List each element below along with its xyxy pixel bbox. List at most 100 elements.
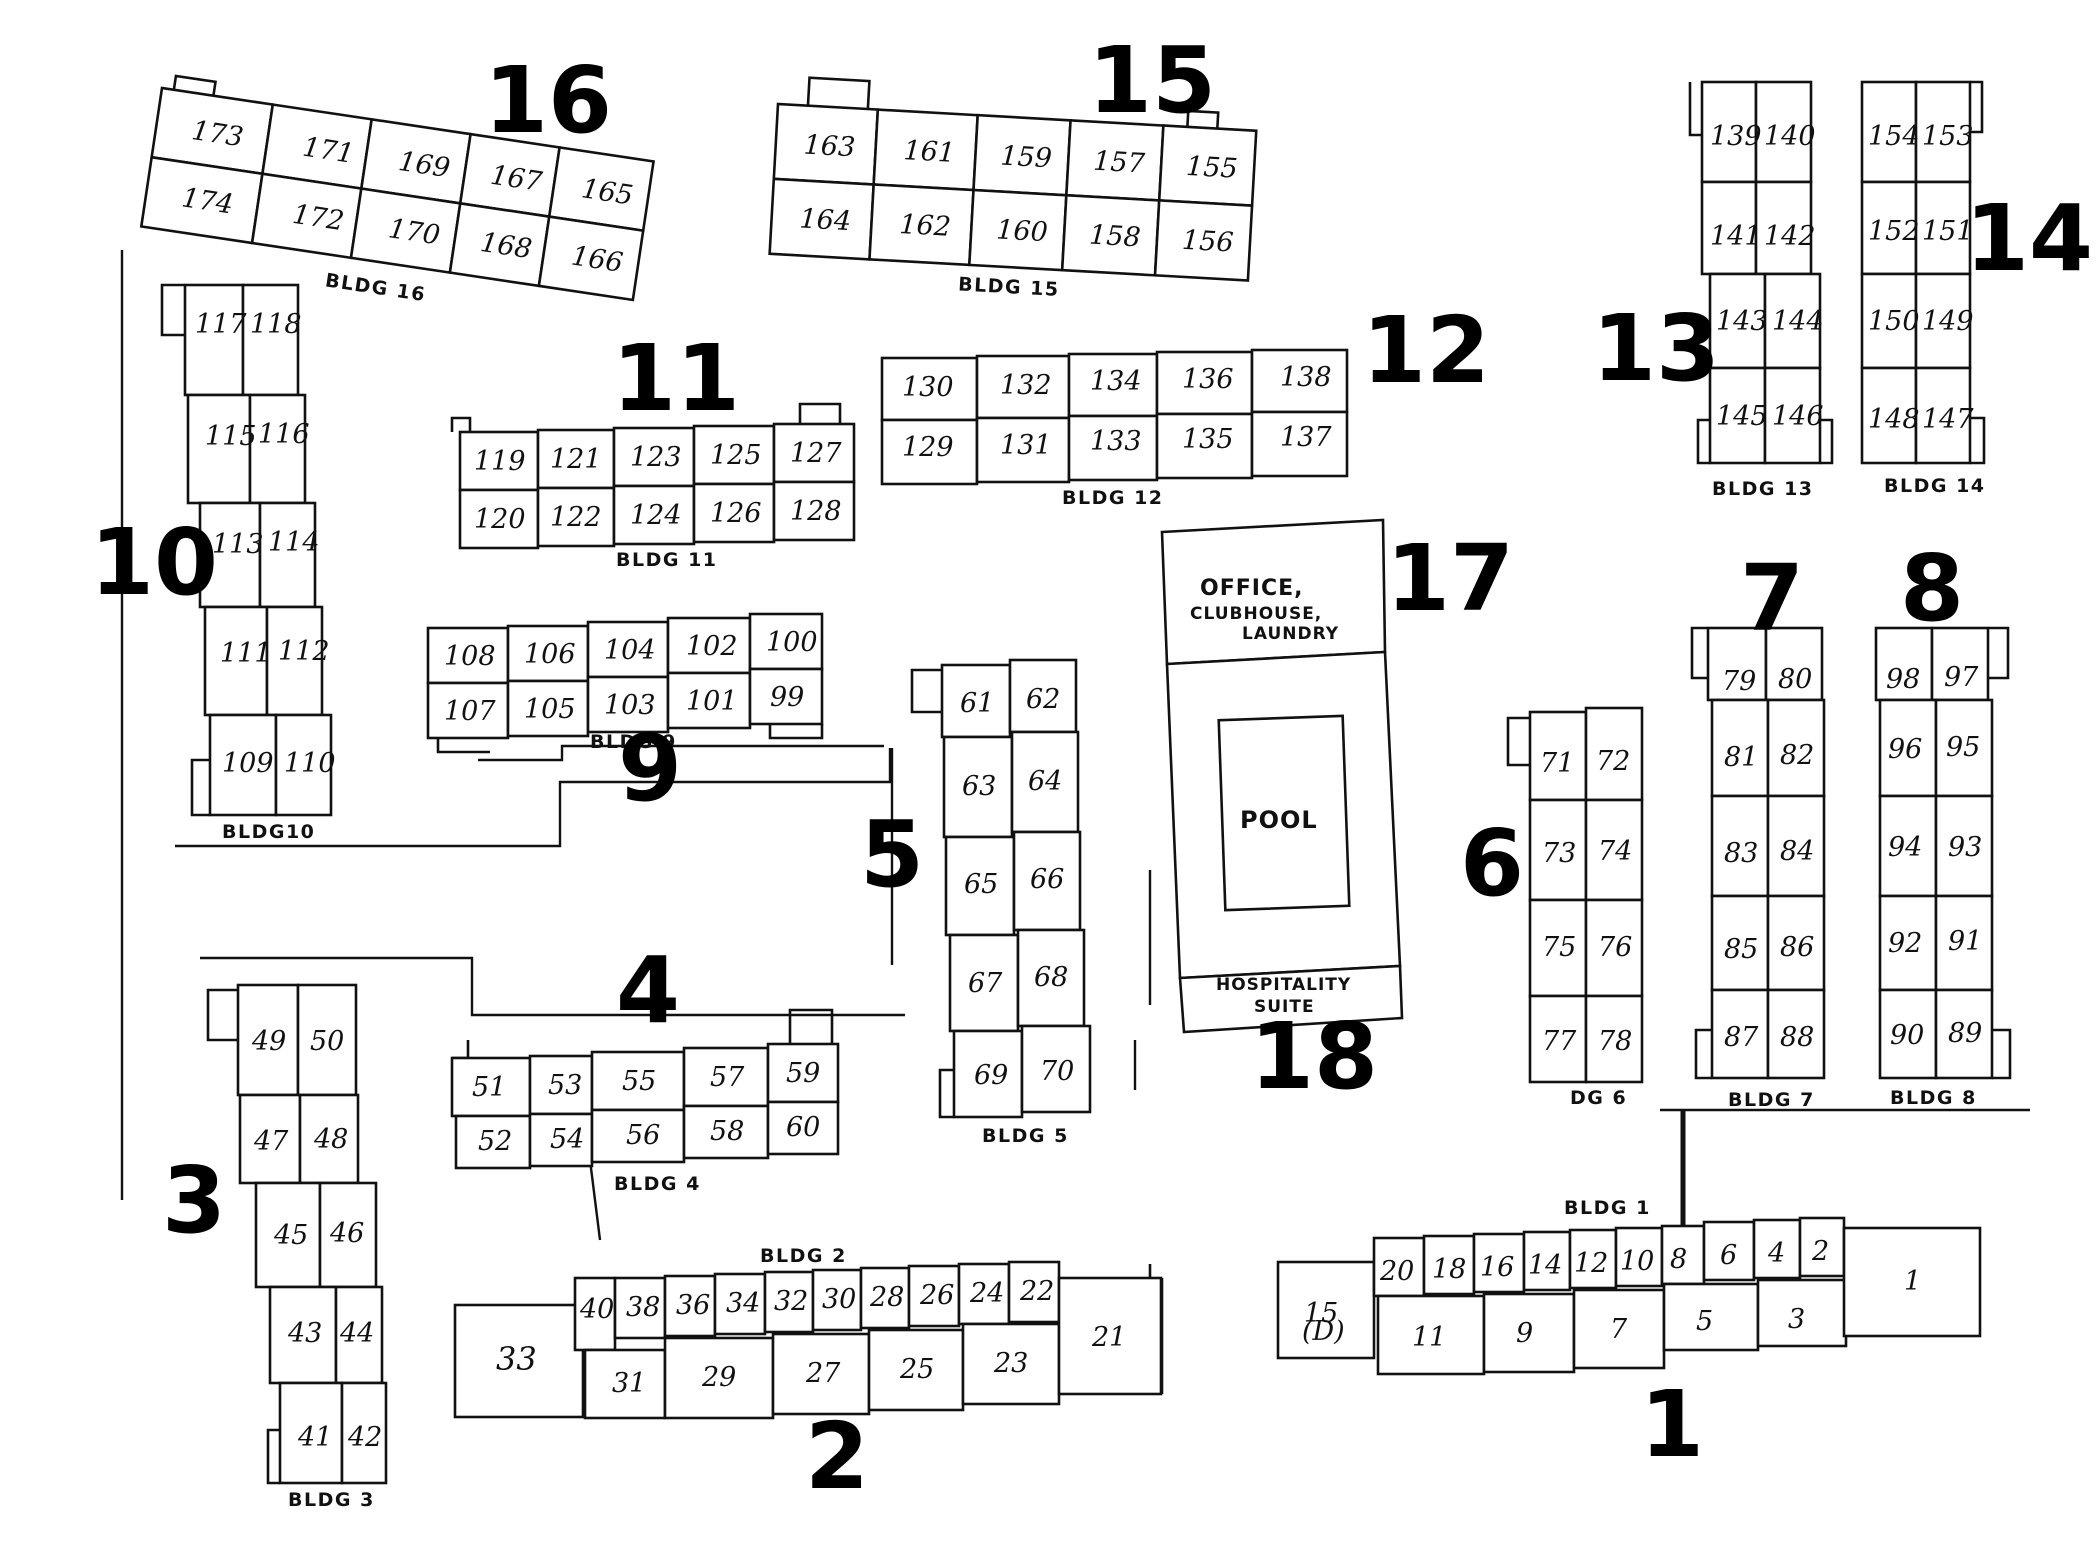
- building-6[interactable]: 71 72 73 74 75 76 77 78 DG 6: [1506, 706, 1644, 1109]
- unit-87[interactable]: [1710, 988, 1770, 1080]
- building-5[interactable]: 61 62 63 64 65 66 67 68 69 70 BLDG 5: [910, 658, 1092, 1147]
- unit-27[interactable]: [771, 1332, 871, 1416]
- unit-94[interactable]: [1878, 794, 1938, 898]
- unit-142[interactable]: [1754, 180, 1813, 276]
- unit-28[interactable]: [859, 1266, 911, 1330]
- unit-166[interactable]: [537, 215, 645, 302]
- unit-21[interactable]: [1057, 1276, 1163, 1396]
- unit-127[interactable]: [772, 422, 856, 484]
- unit-88[interactable]: [1766, 988, 1826, 1080]
- building-15[interactable]: 163 161 159 157 155 164 162 160 158 156 …: [768, 76, 1258, 311]
- unit-83[interactable]: [1710, 794, 1770, 898]
- unit-119[interactable]: [458, 430, 540, 492]
- unit-129[interactable]: [880, 418, 979, 486]
- unit-79[interactable]: [1706, 626, 1768, 702]
- unit-151[interactable]: [1914, 180, 1972, 276]
- unit-81[interactable]: [1710, 698, 1770, 798]
- unit-117[interactable]: [183, 283, 245, 397]
- unit-77[interactable]: [1528, 994, 1588, 1084]
- unit-9[interactable]: [1482, 1292, 1576, 1374]
- unit-118[interactable]: [241, 283, 300, 397]
- unit-148[interactable]: [1860, 366, 1918, 465]
- unit-52[interactable]: [454, 1114, 532, 1170]
- unit-44[interactable]: [334, 1285, 384, 1385]
- unit-70[interactable]: [1020, 1024, 1092, 1114]
- unit-42[interactable]: [340, 1381, 388, 1485]
- unit-48[interactable]: [298, 1093, 360, 1185]
- unit-4[interactable]: [1752, 1218, 1802, 1280]
- building-12[interactable]: 130 132 134 136 138 129 131 133 135 137 …: [880, 348, 1349, 509]
- unit-109[interactable]: [208, 713, 278, 817]
- unit-116[interactable]: [248, 393, 307, 505]
- unit-15[interactable]: [1276, 1260, 1376, 1360]
- unit-33[interactable]: [453, 1303, 585, 1419]
- unit-11[interactable]: [1376, 1294, 1486, 1376]
- building-11[interactable]: 119 121 123 125 127 120 122 124 126 128 …: [450, 402, 856, 571]
- unit-149[interactable]: [1914, 272, 1972, 370]
- unit-86[interactable]: [1766, 894, 1826, 992]
- unit-144[interactable]: [1763, 272, 1822, 370]
- clubhouse-complex[interactable]: OFFICE, CLUBHOUSE, LAUNDRY POOL HOSPITAL…: [1160, 518, 1404, 1034]
- unit-38[interactable]: [613, 1276, 667, 1340]
- unit-126[interactable]: [692, 482, 776, 544]
- unit-147[interactable]: [1914, 366, 1972, 465]
- pool[interactable]: [1217, 714, 1351, 912]
- unit-41[interactable]: [278, 1381, 344, 1485]
- unit-31[interactable]: [583, 1348, 667, 1420]
- building-14[interactable]: 154 153 152 151 150 149 148 147 BLDG 14: [1860, 80, 1986, 497]
- unit-76[interactable]: [1584, 898, 1644, 998]
- unit-82[interactable]: [1766, 698, 1826, 798]
- unit-51[interactable]: [450, 1056, 532, 1118]
- unit-138[interactable]: [1250, 348, 1349, 414]
- unit-141[interactable]: [1700, 180, 1758, 276]
- unit-135[interactable]: [1155, 412, 1254, 480]
- unit-132[interactable]: [975, 354, 1071, 420]
- unit-10[interactable]: [1614, 1226, 1664, 1288]
- unit-25[interactable]: [867, 1328, 965, 1412]
- unit-75[interactable]: [1528, 898, 1588, 998]
- unit-58[interactable]: [682, 1104, 770, 1160]
- unit-47[interactable]: [238, 1093, 302, 1185]
- building-16[interactable]: 173 171 169 167 165 174 172 170 168 166 …: [136, 74, 656, 336]
- unit-154[interactable]: [1860, 80, 1918, 184]
- unit-131[interactable]: [975, 416, 1071, 484]
- unit-146[interactable]: [1763, 366, 1822, 465]
- unit-62[interactable]: [1008, 658, 1078, 734]
- unit-113[interactable]: [198, 501, 262, 609]
- unit-85[interactable]: [1710, 894, 1770, 992]
- building-13[interactable]: 139 140 141 142 143 144 145 146 BLDG 13: [1688, 80, 1834, 500]
- unit-110[interactable]: [274, 713, 333, 817]
- unit-20[interactable]: [1372, 1236, 1426, 1298]
- building-1[interactable]: 15 (D) 20 18 16 14 12 10 8 6 4 2 11 9 7 …: [1276, 1197, 1982, 1376]
- unit-97[interactable]: [1930, 626, 1990, 702]
- unit-128[interactable]: [772, 480, 856, 542]
- unit-105[interactable]: [506, 679, 590, 738]
- unit-101[interactable]: [666, 671, 752, 730]
- unit-55[interactable]: [590, 1050, 686, 1112]
- unit-123[interactable]: [612, 426, 696, 488]
- unit-2[interactable]: [1798, 1216, 1846, 1278]
- unit-103[interactable]: [586, 675, 670, 734]
- building-2[interactable]: 33 40 38 36 34 32 30 28 26 24 22 31 29 2…: [453, 1245, 1164, 1420]
- unit-1[interactable]: [1842, 1226, 1982, 1338]
- unit-89[interactable]: [1934, 988, 1994, 1080]
- unit-95[interactable]: [1934, 698, 1994, 798]
- unit-23[interactable]: [961, 1322, 1061, 1406]
- unit-29[interactable]: [663, 1336, 775, 1420]
- unit-140[interactable]: [1754, 80, 1813, 184]
- unit-34[interactable]: [713, 1272, 767, 1336]
- building-4[interactable]: 51 53 55 57 59 52 54 56 58 60 BLDG 4: [450, 1008, 840, 1195]
- unit-91[interactable]: [1934, 894, 1994, 992]
- unit-22[interactable]: [1007, 1260, 1061, 1324]
- unit-99[interactable]: [748, 667, 824, 726]
- building-9[interactable]: 108 106 104 102 100 107 105 103 101 99 B…: [426, 612, 824, 754]
- unit-46[interactable]: [318, 1181, 378, 1289]
- building-10[interactable]: 117 118 115 116 113 114 111 112 109 110 …: [160, 283, 336, 843]
- unit-137[interactable]: [1250, 410, 1349, 478]
- unit-7[interactable]: [1572, 1288, 1666, 1370]
- building-8[interactable]: 98 97 96 95 94 93 92 91 90 89 BLDG 8: [1874, 626, 2012, 1109]
- unit-30[interactable]: [811, 1268, 863, 1332]
- unit-60[interactable]: [766, 1100, 840, 1156]
- unit-74[interactable]: [1584, 798, 1644, 902]
- unit-106[interactable]: [506, 624, 590, 683]
